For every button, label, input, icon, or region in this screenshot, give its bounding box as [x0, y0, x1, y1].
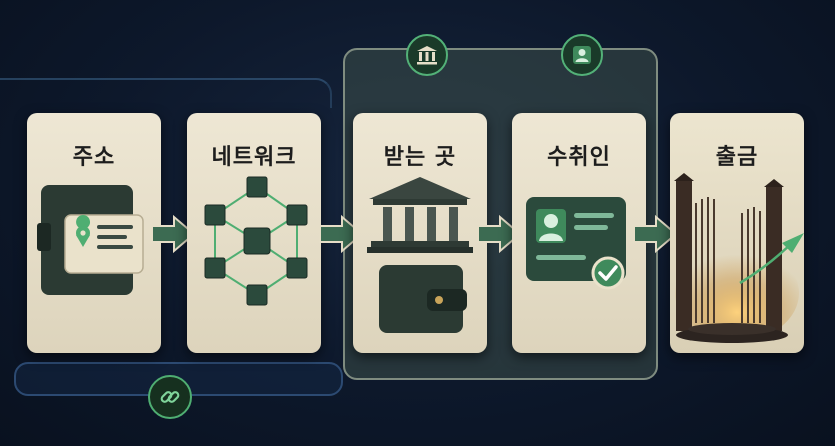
step-label-withdraw: 출금 — [715, 145, 759, 170]
bank-icon — [406, 34, 448, 76]
gate-exit-icon — [674, 173, 804, 343]
network-cubes-icon — [204, 176, 308, 306]
step-label-network: 네트워크 — [211, 145, 297, 170]
step-card-withdraw: 출금 — [670, 113, 804, 353]
user-icon — [561, 34, 603, 76]
connector-arc — [0, 78, 332, 108]
flow-arrow-2 — [319, 214, 364, 254]
bank-wallet-icon — [367, 177, 473, 333]
flow-arrow-1 — [151, 214, 196, 254]
step-label-destination: 받는 곳 — [383, 145, 457, 170]
flow-arrow-4 — [633, 214, 678, 254]
wallet-address-icon — [37, 185, 144, 295]
step-card-network: 네트워크 — [187, 113, 321, 353]
id-card-check-icon — [526, 197, 626, 290]
step-label-recipient: 수취인 — [547, 145, 611, 170]
step-card-address: 주소 — [27, 113, 161, 353]
link-icon — [148, 375, 192, 419]
step-label-address: 주소 — [72, 145, 116, 170]
step-card-recipient: 수취인 — [512, 113, 646, 353]
step-card-destination: 받는 곳 — [353, 113, 487, 353]
flow-arrow-3 — [477, 214, 522, 254]
